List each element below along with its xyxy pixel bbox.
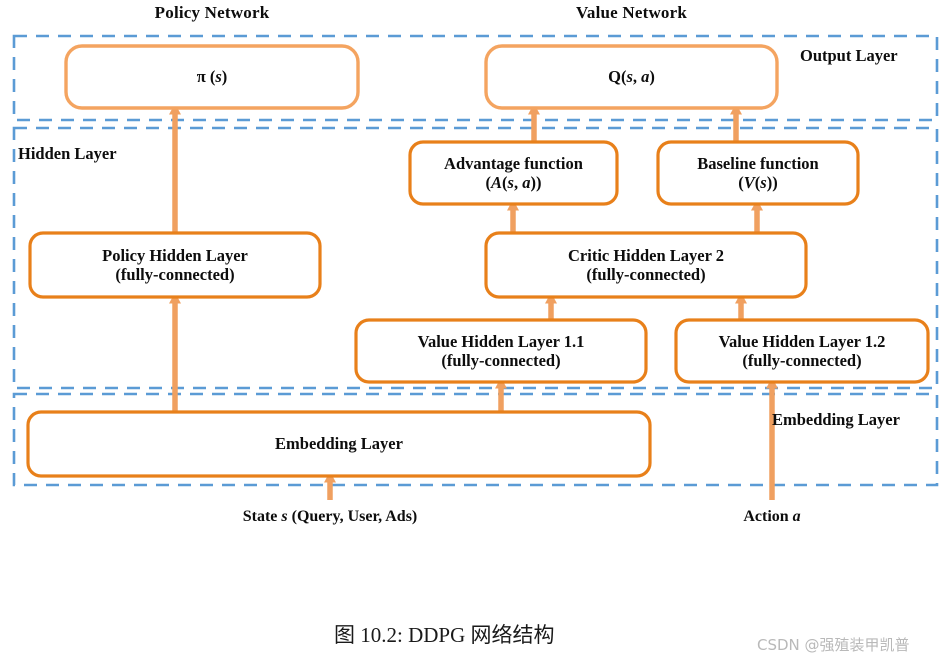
figure-caption: 图 10.2: DDPG 网络结构 (334, 623, 555, 647)
node-box-value-hidden-11 (354, 318, 648, 384)
node-policy-output-line1: π (s) (196, 67, 228, 87)
policy-network-title: Policy Network (154, 3, 270, 22)
node-value-hidden-12-line2: (fully-connected) (742, 351, 862, 370)
value-network-title: Value Network (575, 3, 688, 22)
node-value-hidden-11-line2: (fully-connected) (441, 351, 561, 370)
node-baseline-line1: Baseline function (697, 153, 819, 173)
node-critic-hidden-layer-2[interactable]: Critic Hidden Layer 2 (fully-connected) (486, 233, 806, 297)
node-value-hidden-11-line1: Value Hidden Layer 1.1 (417, 331, 585, 351)
node-policy-hidden-layer[interactable]: Policy Hidden Layer (fully-connected) (30, 233, 320, 297)
node-value-output-line1: Q(s, a) (608, 67, 655, 87)
node-critic-hidden2-line2: (fully-connected) (586, 265, 706, 284)
node-box-embedding (26, 410, 652, 478)
node-baseline-line2: (V(s)) (738, 173, 778, 192)
node-embedding-line1: Embedding Layer (275, 434, 403, 454)
input-label-action: Action a (743, 508, 801, 525)
node-critic-hidden2-line1: Critic Hidden Layer 2 (568, 245, 724, 265)
node-box-policy-hidden (28, 231, 322, 299)
node-advantage-line1: Advantage function (444, 153, 583, 173)
node-box-policy-output (64, 44, 360, 110)
node-box-value-hidden-12 (674, 318, 930, 384)
node-advantage-function[interactable]: Advantage function (A(s, a)) (410, 142, 617, 204)
node-box-baseline (656, 140, 860, 206)
node-value-hidden-12-line1: Value Hidden Layer 1.2 (718, 331, 886, 351)
node-value-output[interactable]: Q(s, a) (486, 46, 777, 108)
node-advantage-line2: (A(s, a)) (485, 173, 542, 192)
input-label-state: State s (Query, User, Ads) (242, 508, 418, 525)
node-value-hidden-layer-1-1[interactable]: Value Hidden Layer 1.1 (fully-connected) (356, 320, 646, 382)
node-embedding-layer[interactable]: Embedding Layer (28, 412, 650, 476)
csdn-watermark: CSDN @强殖装甲凯普 (757, 636, 910, 654)
node-baseline-function[interactable]: Baseline function (V(s)) (658, 142, 858, 204)
zone-box-embedding (12, 392, 939, 487)
node-policy-hidden-line2: (fully-connected) (115, 265, 235, 284)
zone-label-hidden-layer: Hidden Layer (18, 144, 117, 163)
zone-label-embedding-layer: Embedding Layer (772, 410, 900, 429)
node-policy-output[interactable]: π (s) (66, 46, 358, 108)
node-box-critic-hidden2 (484, 231, 808, 299)
node-box-value-output (484, 44, 779, 110)
node-box-advantage (408, 140, 619, 206)
zone-label-output-layer: Output Layer (800, 46, 898, 65)
node-policy-hidden-line1: Policy Hidden Layer (102, 245, 248, 265)
node-value-hidden-layer-1-2[interactable]: Value Hidden Layer 1.2 (fully-connected) (676, 320, 928, 382)
